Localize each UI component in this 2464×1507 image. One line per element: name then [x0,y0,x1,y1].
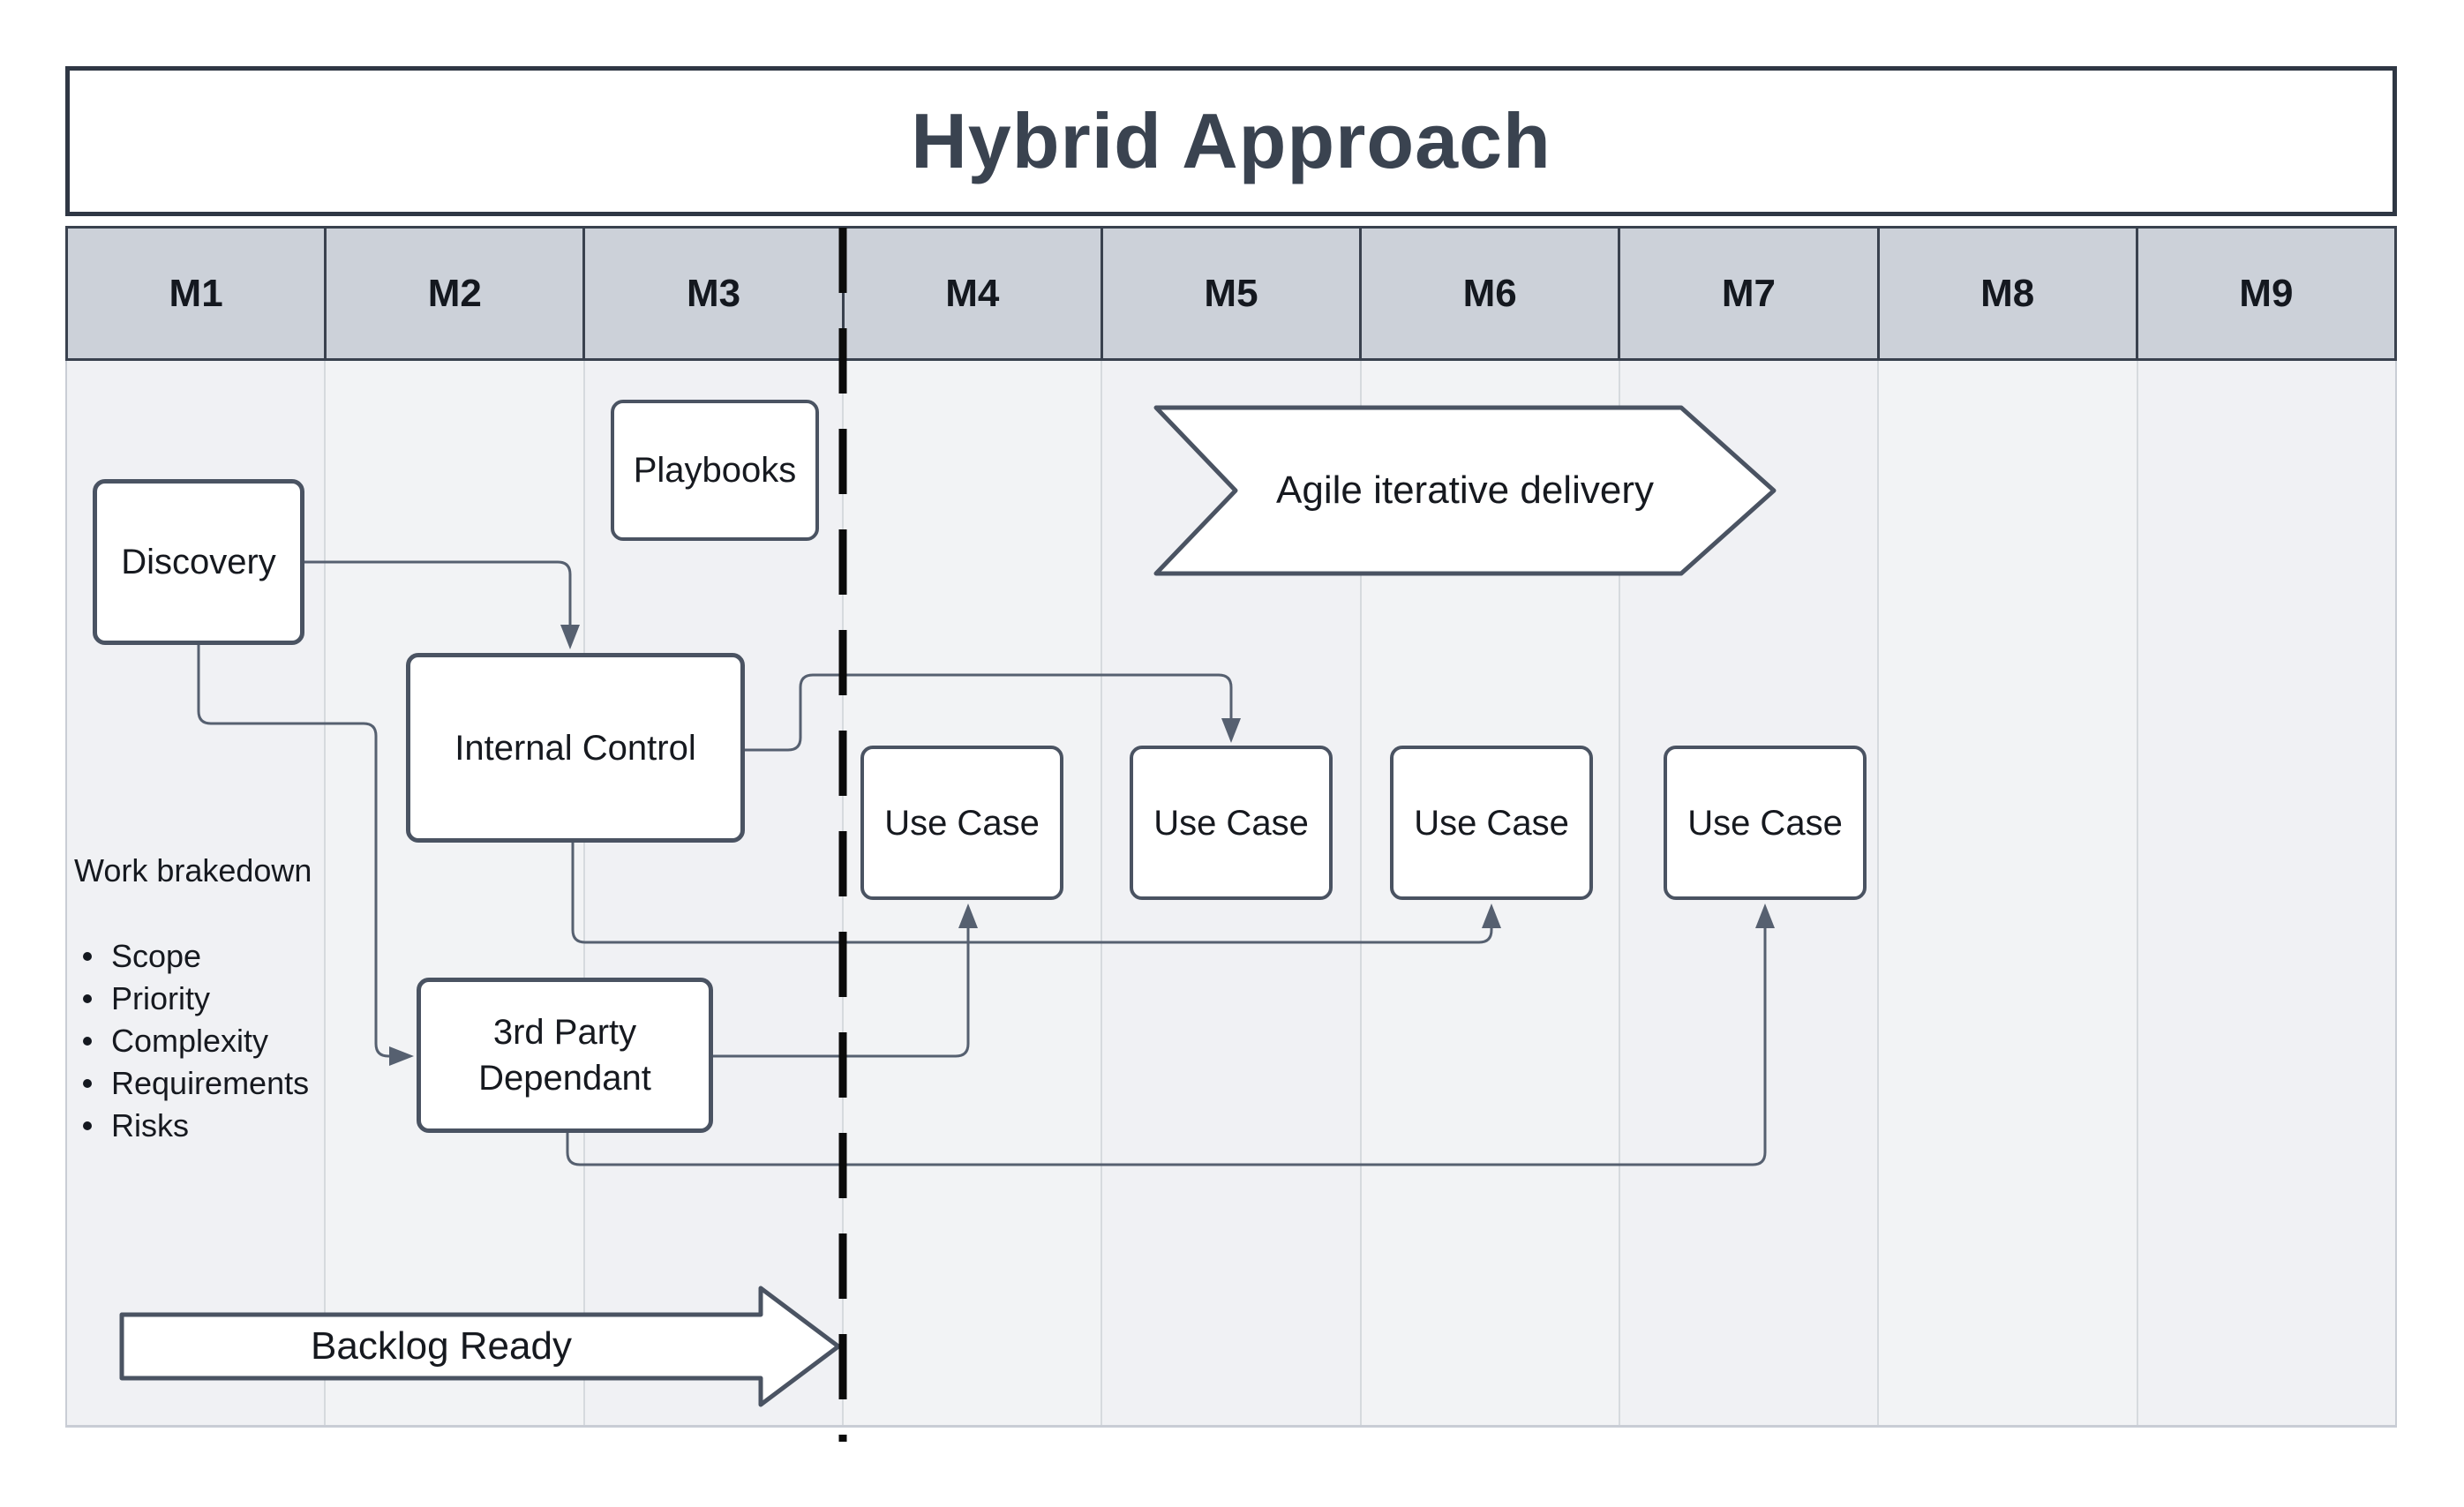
node-use-case-m6: Use Case [1390,746,1593,900]
agile-delivery-banner-label: Agile iterative delivery [1276,469,1654,512]
work-breakdown-heading: Work brakedown [74,852,312,888]
node-third-party-label-line2: Dependant [478,1059,651,1098]
work-breakdown-panel: Work brakedown Scope Priority Complexity… [74,852,392,1147]
node-use-case-m7-label: Use Case [1687,803,1843,843]
timeline-header-m2: M2 [327,229,586,358]
timeline-header-m6: M6 [1362,229,1621,358]
node-use-case-m4: Use Case [860,746,1063,900]
timeline-header-m5: M5 [1102,229,1363,358]
timeline-header-m4: M4 [844,229,1103,358]
node-use-case-m4-label: Use Case [884,803,1040,843]
timeline-header-m8: M8 [1879,229,2138,358]
node-use-case-m5-label: Use Case [1153,803,1309,843]
node-internal-control-label: Internal Control [454,728,696,768]
node-use-case-m5: Use Case [1130,746,1333,900]
timeline-column-m8 [1879,361,2138,1425]
timeline-header-m1: M1 [68,229,327,358]
node-playbooks: Playbooks [611,400,819,541]
work-breakdown-item: Priority [74,978,392,1020]
node-discovery-label: Discovery [121,543,276,581]
work-breakdown-item: Complexity [74,1020,392,1062]
page-title: Hybrid Approach [911,97,1551,184]
work-breakdown-item: Risks [74,1105,392,1147]
work-breakdown-item: Scope [74,935,392,978]
node-playbooks-label: Playbooks [633,451,797,490]
node-third-party-dependant: 3rd Party Dependant [417,978,713,1133]
title-box: Hybrid Approach [65,66,2397,216]
timeline-header-m9: M9 [2137,229,2394,358]
work-breakdown-list: Scope Priority Complexity Requirements R… [74,935,392,1147]
timeline-header-row: M1 M2 M3 M4 M5 M6 M7 M8 M9 [65,226,2397,361]
node-discovery: Discovery [93,479,304,645]
backlog-ready-banner-label: Backlog Ready [311,1324,572,1368]
node-third-party-label-line1: 3rd Party [492,1013,637,1052]
timeline-header-m3: M3 [585,229,845,358]
node-use-case-m7: Use Case [1664,746,1867,900]
work-breakdown-item: Requirements [74,1062,392,1105]
timeline-header-m7: M7 [1620,229,1880,358]
timeline-column-m9 [2137,361,2395,1425]
node-internal-control: Internal Control [406,653,745,843]
node-use-case-m6-label: Use Case [1414,803,1569,843]
